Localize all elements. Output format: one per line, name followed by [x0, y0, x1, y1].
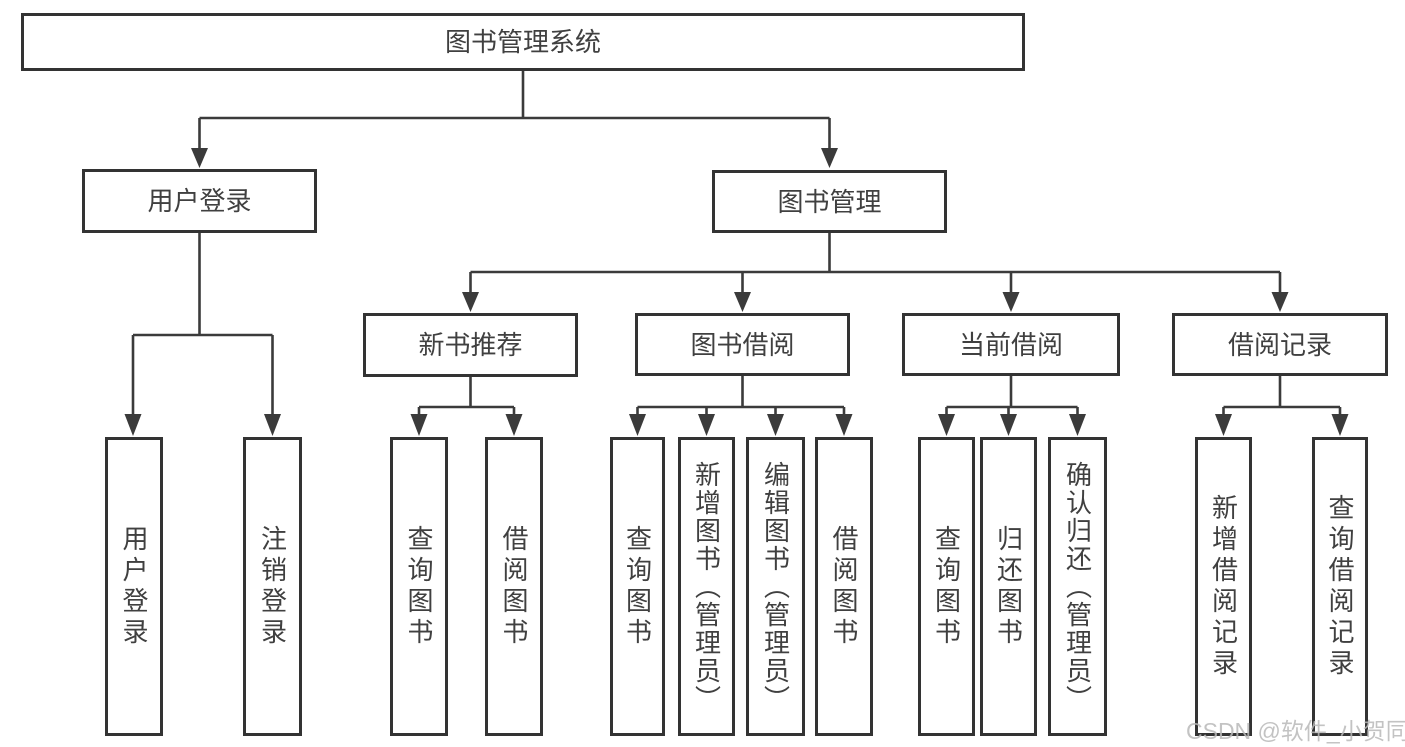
leaf-borrow-books-borrowing: 借阅图书 [815, 437, 873, 736]
leaf-query-books-recommend: 查询图书 [390, 437, 448, 736]
leaf-add-borrow-record: 新增借阅记录 [1195, 437, 1252, 736]
leaf-user-login: 用户登录 [105, 437, 163, 736]
leaf-query-books-current: 查询图书 [918, 437, 975, 736]
leaf-borrow-books-recommend: 借阅图书 [485, 437, 543, 736]
leaf-logout-login: 注销登录 [243, 437, 302, 736]
node-book-borrowing: 图书借阅 [635, 313, 850, 376]
node-user-login: 用户登录 [82, 169, 317, 233]
node-new-book-recommendation: 新书推荐 [363, 313, 578, 377]
leaf-add-book-admin: 新增图书（管理员） [678, 437, 735, 736]
leaf-edit-book-admin: 编辑图书（管理员） [746, 437, 805, 736]
leaf-confirm-return-admin: 确认归还（管理员） [1048, 437, 1107, 736]
leaf-query-books-borrowing: 查询图书 [610, 437, 665, 736]
node-library-management-system: 图书管理系统 [21, 13, 1025, 71]
leaf-query-borrow-record: 查询借阅记录 [1312, 437, 1368, 736]
node-book-management: 图书管理 [712, 170, 947, 233]
arrowhead-icons [124, 148, 1349, 436]
leaf-return-books: 归还图书 [980, 437, 1037, 736]
csdn-watermark: CSDN @软件_小贺同学 [1186, 718, 1405, 744]
node-borrowing-records: 借阅记录 [1172, 313, 1388, 376]
node-current-borrowing: 当前借阅 [902, 313, 1120, 376]
